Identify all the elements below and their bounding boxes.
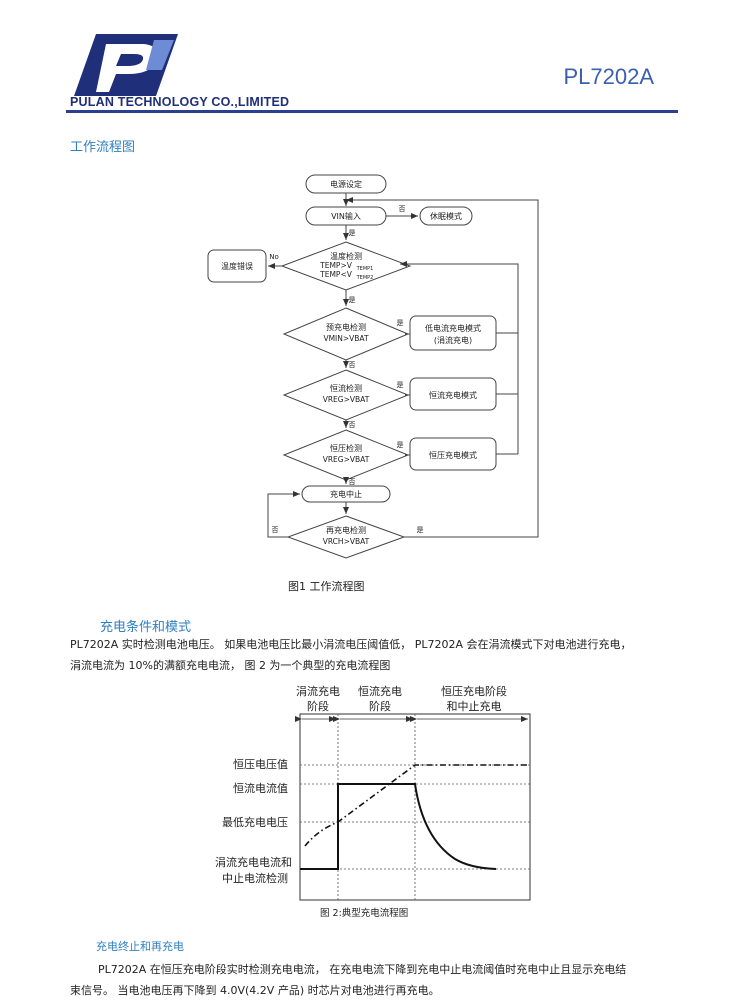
- vin-no-label: 否: [399, 205, 406, 213]
- termination-paragraph-cont: 束信号。 当电池电压再下降到 4.0V(4.2V 产品) 时芯片对电池进行再充电…: [70, 980, 690, 1001]
- sleep-mode-label: 休眠模式: [430, 211, 462, 221]
- section-title-charge-modes: 充电条件和模式: [100, 620, 192, 635]
- charge-modes-line1: PL7202A 实时检测电池电压。 如果电池电压比最小涓流电压阈值低， PL72…: [70, 638, 632, 651]
- sleep-mode-terminal: [419, 206, 473, 226]
- trickle-charge-label: (涓流充电): [434, 335, 472, 345]
- recharge-yes-label: 是: [417, 526, 424, 534]
- precharge-no-label: 否: [349, 361, 356, 369]
- precharge-cond: VMIN>VBAT: [323, 334, 369, 343]
- temp-cond2: TEMP<V: [319, 270, 353, 279]
- temp-error-box: [207, 249, 267, 283]
- figure1-caption: 图1 工作流程图: [288, 580, 365, 593]
- charge-modes-line2: 涓流电流为 10%的满额充电电流， 图 2 为一个典型的充电流程图: [70, 659, 391, 672]
- header-divider: [66, 110, 678, 113]
- label-trickle-line1: 涓流充电电流和: [215, 855, 292, 869]
- temp-check-label: 温度检测: [330, 251, 362, 261]
- cv-cond: VREG>VBAT: [323, 455, 370, 464]
- phase1-line1: 涓流充电: [296, 684, 340, 698]
- phase2-line2: 阶段: [369, 699, 391, 713]
- recharge-check-label: 再充电检测: [326, 525, 366, 535]
- cv-no-label: 否: [349, 478, 356, 486]
- label-cv-value: 恒压电压值: [233, 758, 288, 771]
- cv-yes-label: 是: [397, 441, 404, 449]
- precharge-check-label: 预充电检测: [326, 322, 366, 332]
- termination-line2: 束信号。 当电池电压再下降到 4.0V(4.2V 产品) 时芯片对电池进行再充电…: [70, 984, 440, 997]
- cc-yes-label: 是: [397, 381, 404, 389]
- vin-input-label: VIN输入: [331, 211, 361, 221]
- section-title-workflow: 工作流程图: [70, 140, 136, 155]
- label-trickle-line2: 中止电流检测: [222, 871, 288, 885]
- phase3-line1: 恒压充电阶段: [441, 684, 507, 698]
- termination-paragraph: PL7202A 在恒压充电阶段实时检测充电电流， 在充电电流下降到充电中止电流阈…: [70, 959, 690, 980]
- charge-profile-diagram: 涓流充电 阶段 恒流充电 阶段 恒压充电阶段 和中止充电 恒压电压值 恒流电流值…: [215, 684, 531, 919]
- temp-error-label: 温度错误: [221, 261, 253, 271]
- temp-cond2-sub: TEMP2: [356, 275, 374, 281]
- part-number: PL7202A: [563, 64, 654, 89]
- power-on-label: 电源设定: [330, 179, 362, 189]
- phase1-line2: 阶段: [307, 699, 329, 713]
- workflow-flowchart: 电源设定 VIN输入 休眠模式 否 是 温度错误 No 温度检测 TEMP>V …: [207, 174, 539, 559]
- cv-check-label: 恒压检测: [330, 443, 362, 453]
- cv-mode-label: 恒压充电模式: [429, 450, 477, 460]
- temp-cond1-sub: TEMP1: [356, 266, 374, 272]
- cc-no-label: 否: [349, 421, 356, 429]
- temp-yes-label: 是: [349, 296, 356, 304]
- recharge-no-label: 否: [272, 526, 279, 534]
- cc-cond: VREG>VBAT: [323, 395, 370, 404]
- phase2-line1: 恒流充电: [358, 684, 402, 698]
- label-cc-value: 恒流电流值: [233, 781, 288, 795]
- precharge-yes-label: 是: [397, 319, 404, 327]
- section-title-termination: 充电终止和再充电: [96, 940, 184, 953]
- phase3-line2: 和中止充电: [447, 699, 502, 713]
- recharge-check-diamond: [286, 515, 406, 559]
- cc-check-label: 恒流检测: [330, 383, 362, 393]
- charge-modes-paragraph: PL7202A 实时检测电池电压。 如果电池电压比最小涓流电压阈值低， PL72…: [70, 634, 690, 676]
- low-current-mode-label: 低电流充电模式: [425, 323, 481, 333]
- temp-cond1: TEMP>V: [319, 261, 353, 270]
- termination-line1: PL7202A 在恒压充电阶段实时检测充电电流， 在充电电流下降到充电中止电流阈…: [98, 963, 627, 976]
- recharge-cond: VRCH>VBAT: [323, 537, 370, 546]
- cc-mode-label: 恒流充电模式: [429, 390, 477, 400]
- vin-yes-label: 是: [349, 229, 356, 237]
- label-min-voltage: 最低充电电压: [222, 815, 288, 829]
- figure2-caption: 图 2:典型充电流程图: [320, 907, 408, 919]
- company-name: PULAN TECHNOLOGY CO.,LIMITED: [70, 95, 290, 109]
- temp-no-label: No: [269, 253, 279, 261]
- company-logo: [74, 34, 178, 96]
- charge-stop-label: 充电中止: [330, 489, 362, 499]
